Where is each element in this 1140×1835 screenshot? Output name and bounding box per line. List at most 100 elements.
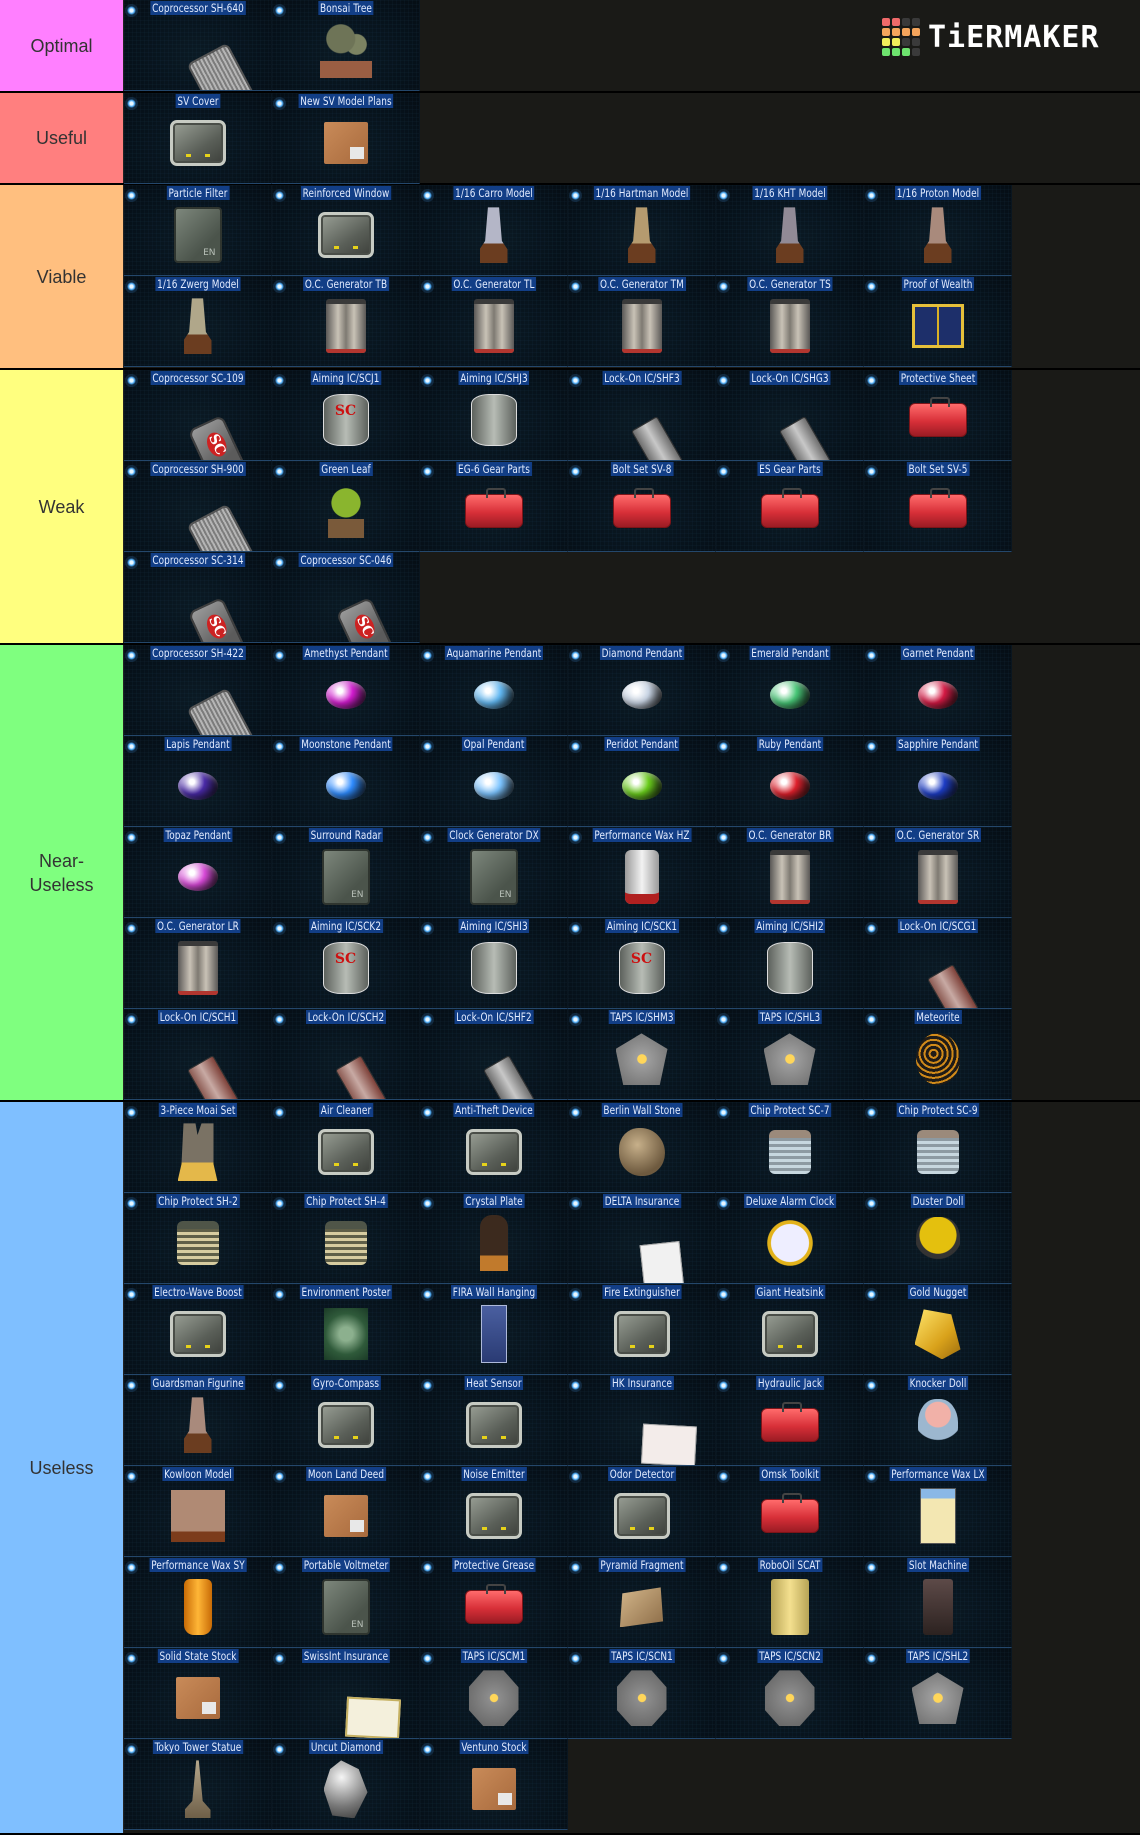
- tier-item[interactable]: TAPS IC/SCN1: [568, 1648, 716, 1739]
- tier-item[interactable]: Kowloon Model: [124, 1466, 272, 1557]
- tier-item[interactable]: Moon Land Deed: [272, 1466, 420, 1557]
- tier-item[interactable]: Berlin Wall Stone: [568, 1102, 716, 1193]
- tier-item[interactable]: Lock-On IC/SCH1: [124, 1009, 272, 1100]
- tier-item[interactable]: Gold Nugget: [864, 1284, 1012, 1375]
- tier-item[interactable]: O.C. Generator TS: [716, 276, 864, 367]
- tier-item[interactable]: Performance Wax LX: [864, 1466, 1012, 1557]
- tier-item[interactable]: O.C. Generator BR: [716, 827, 864, 918]
- tier-item[interactable]: Lapis Pendant: [124, 736, 272, 827]
- tier-item[interactable]: Aiming IC/SCJ1: [272, 370, 420, 461]
- tier-item[interactable]: Peridot Pendant: [568, 736, 716, 827]
- tier-item[interactable]: 1/16 Zwerg Model: [124, 276, 272, 367]
- tier-item[interactable]: O.C. Generator TB: [272, 276, 420, 367]
- tier-item[interactable]: Aiming IC/SCK2: [272, 918, 420, 1009]
- tier-item[interactable]: Electro-Wave Boost: [124, 1284, 272, 1375]
- tier-item[interactable]: Coprocessor SH-422: [124, 645, 272, 736]
- tier-item[interactable]: Ventuno Stock: [420, 1739, 568, 1830]
- tier-item[interactable]: Fire Extinguisher: [568, 1284, 716, 1375]
- tier-item[interactable]: Chip Protect SC-7: [716, 1102, 864, 1193]
- tier-item[interactable]: Noise Emitter: [420, 1466, 568, 1557]
- tier-item[interactable]: Gyro-Compass: [272, 1375, 420, 1466]
- tier-label[interactable]: Near-Useless: [0, 645, 124, 1100]
- tier-label[interactable]: Useful: [0, 93, 124, 183]
- tiermaker-logo[interactable]: TiERMAKER: [882, 18, 1100, 56]
- tier-item[interactable]: Protective Sheet: [864, 370, 1012, 461]
- tier-item[interactable]: Hydraulic Jack: [716, 1375, 864, 1466]
- tier-item[interactable]: O.C. Generator LR: [124, 918, 272, 1009]
- tier-item[interactable]: Aquamarine Pendant: [420, 645, 568, 736]
- tier-item[interactable]: FIRA Wall Hanging: [420, 1284, 568, 1375]
- tier-item[interactable]: Clock Generator DX: [420, 827, 568, 918]
- tier-item[interactable]: Performance Wax SY: [124, 1557, 272, 1648]
- tier-item[interactable]: Slot Machine: [864, 1557, 1012, 1648]
- tier-item[interactable]: Reinforced Window: [272, 185, 420, 276]
- tier-item[interactable]: O.C. Generator TM: [568, 276, 716, 367]
- tier-item[interactable]: Duster Doll: [864, 1193, 1012, 1284]
- tier-item[interactable]: New SV Model Plans: [272, 93, 420, 184]
- tier-item[interactable]: Lock-On IC/SHF2: [420, 1009, 568, 1100]
- tier-item[interactable]: Lock-On IC/SCH2: [272, 1009, 420, 1100]
- tier-item[interactable]: TAPS IC/SHL2: [864, 1648, 1012, 1739]
- tier-item[interactable]: Coprocessor SC-109: [124, 370, 272, 461]
- tier-item[interactable]: RoboOil SCAT: [716, 1557, 864, 1648]
- tier-item[interactable]: 1/16 Carro Model: [420, 185, 568, 276]
- tier-item[interactable]: Sapphire Pendant: [864, 736, 1012, 827]
- tier-item[interactable]: Crystal Plate: [420, 1193, 568, 1284]
- tier-item[interactable]: Aiming IC/SHI2: [716, 918, 864, 1009]
- tier-item[interactable]: Chip Protect SH-4: [272, 1193, 420, 1284]
- tier-item[interactable]: Amethyst Pendant: [272, 645, 420, 736]
- tier-item[interactable]: Guardsman Figurine: [124, 1375, 272, 1466]
- tier-item[interactable]: Tokyo Tower Statue: [124, 1739, 272, 1830]
- tier-item[interactable]: Topaz Pendant: [124, 827, 272, 918]
- tier-item[interactable]: O.C. Generator SR: [864, 827, 1012, 918]
- tier-item[interactable]: Performance Wax HZ: [568, 827, 716, 918]
- tier-item[interactable]: Ruby Pendant: [716, 736, 864, 827]
- tier-label[interactable]: Optimal: [0, 0, 124, 91]
- tier-item[interactable]: TAPS IC/SCM1: [420, 1648, 568, 1739]
- tier-item[interactable]: DELTA Insurance: [568, 1193, 716, 1284]
- tier-label[interactable]: Viable: [0, 185, 124, 368]
- tier-item[interactable]: Lock-On IC/SHF3: [568, 370, 716, 461]
- tier-item[interactable]: Bolt Set SV-8: [568, 461, 716, 552]
- tier-item[interactable]: 3-Piece Moai Set: [124, 1102, 272, 1193]
- tier-item[interactable]: Moonstone Pendant: [272, 736, 420, 827]
- tier-item[interactable]: TAPS IC/SCN2: [716, 1648, 864, 1739]
- tier-item[interactable]: Aiming IC/SHI3: [420, 918, 568, 1009]
- tier-item[interactable]: Air Cleaner: [272, 1102, 420, 1193]
- tier-item[interactable]: Aiming IC/SHJ3: [420, 370, 568, 461]
- tier-item[interactable]: Particle Filter: [124, 185, 272, 276]
- tier-item[interactable]: 1/16 KHT Model: [716, 185, 864, 276]
- tier-item[interactable]: Aiming IC/SCK1: [568, 918, 716, 1009]
- tier-item[interactable]: Bolt Set SV-5: [864, 461, 1012, 552]
- tier-item[interactable]: 1/16 Proton Model: [864, 185, 1012, 276]
- tier-item[interactable]: Green Leaf: [272, 461, 420, 552]
- tier-item[interactable]: Garnet Pendant: [864, 645, 1012, 736]
- tier-item[interactable]: Coprocessor SH-900: [124, 461, 272, 552]
- tier-item[interactable]: Coprocessor SH-640: [124, 0, 272, 91]
- tier-item[interactable]: O.C. Generator TL: [420, 276, 568, 367]
- tier-item[interactable]: SV Cover: [124, 93, 272, 184]
- tier-item[interactable]: Proof of Wealth: [864, 276, 1012, 367]
- tier-item[interactable]: TAPS IC/SHM3: [568, 1009, 716, 1100]
- tier-item[interactable]: Omsk Toolkit: [716, 1466, 864, 1557]
- tier-item[interactable]: Protective Grease: [420, 1557, 568, 1648]
- tier-item[interactable]: Opal Pendant: [420, 736, 568, 827]
- tier-item[interactable]: Pyramid Fragment: [568, 1557, 716, 1648]
- tier-item[interactable]: Emerald Pendant: [716, 645, 864, 736]
- tier-item[interactable]: Odor Detector: [568, 1466, 716, 1557]
- tier-item[interactable]: Solid State Stock: [124, 1648, 272, 1739]
- tier-item[interactable]: Coprocessor SC-314: [124, 552, 272, 643]
- tier-item[interactable]: Bonsai Tree: [272, 0, 420, 91]
- tier-item[interactable]: HK Insurance: [568, 1375, 716, 1466]
- tier-item[interactable]: Giant Heatsink: [716, 1284, 864, 1375]
- tier-item[interactable]: Deluxe Alarm Clock: [716, 1193, 864, 1284]
- tier-item[interactable]: Diamond Pendant: [568, 645, 716, 736]
- tier-item[interactable]: TAPS IC/SHL3: [716, 1009, 864, 1100]
- tier-label[interactable]: Weak: [0, 370, 124, 643]
- tier-item[interactable]: Knocker Doll: [864, 1375, 1012, 1466]
- tier-item[interactable]: Anti-Theft Device: [420, 1102, 568, 1193]
- tier-item[interactable]: Surround Radar: [272, 827, 420, 918]
- tier-item[interactable]: Portable Voltmeter: [272, 1557, 420, 1648]
- tier-item[interactable]: SwissInt Insurance: [272, 1648, 420, 1739]
- tier-label[interactable]: Useless: [0, 1102, 124, 1833]
